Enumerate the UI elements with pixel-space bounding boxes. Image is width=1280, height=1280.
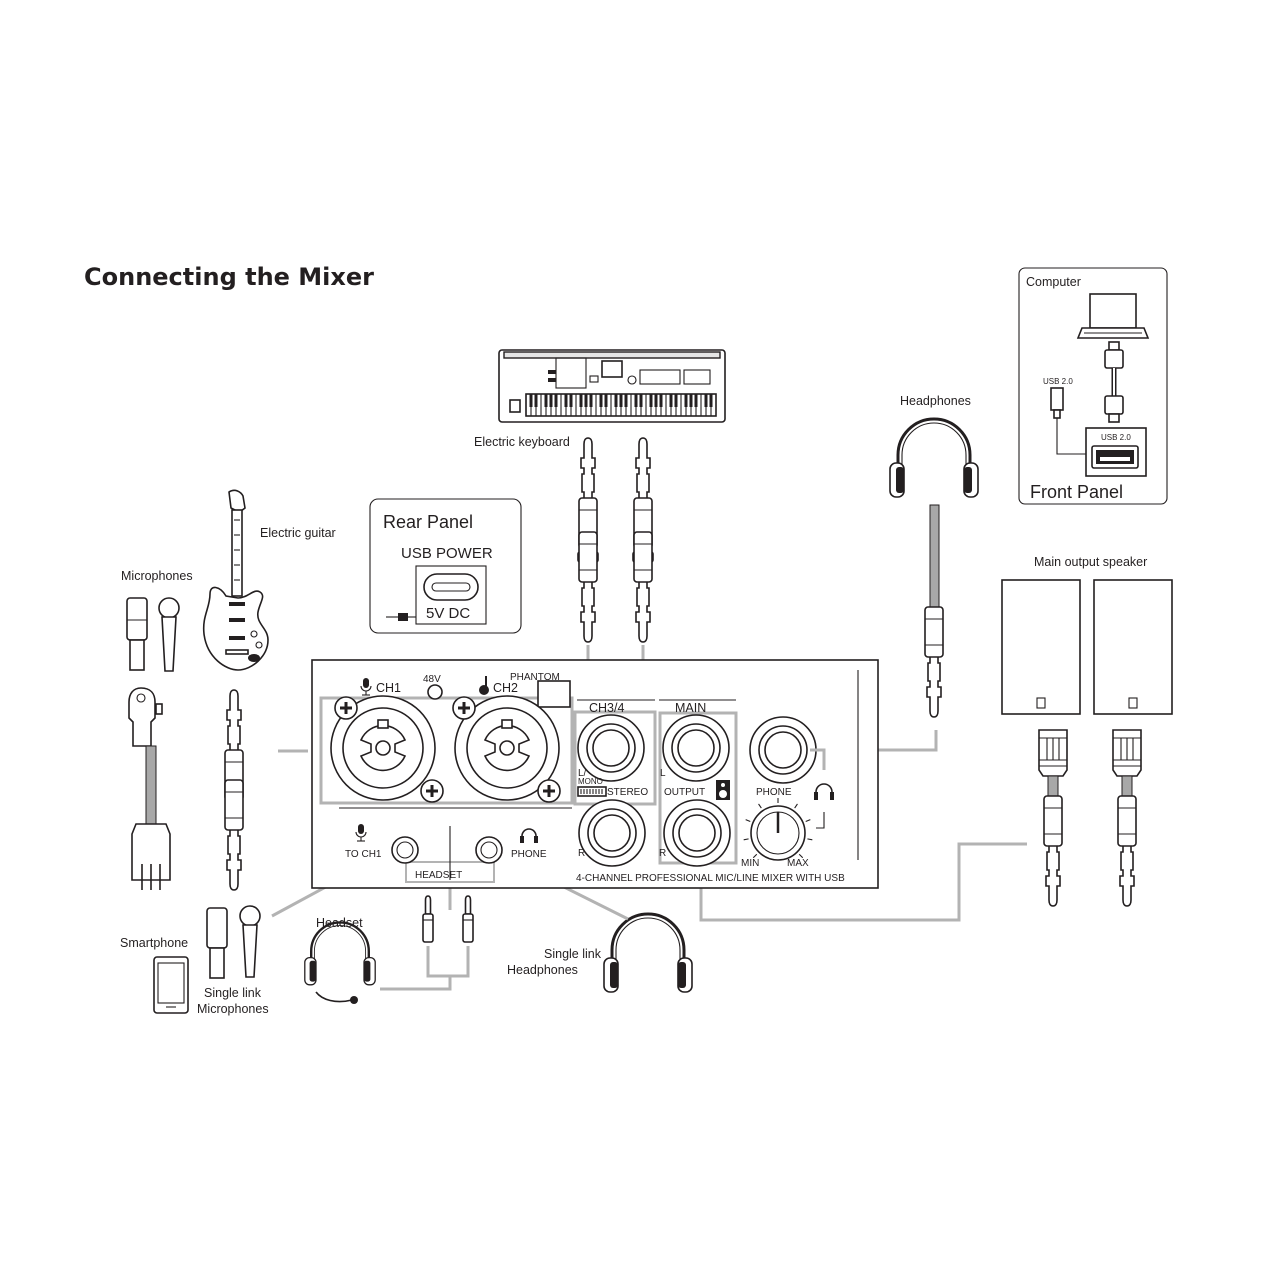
electric-keyboard-icon [498,349,726,423]
single-link-dynamic-mic-icon [239,905,261,978]
phantom-switch[interactable] [537,680,571,708]
dc-label: 5V DC [426,605,470,622]
headset-phone-icon [520,828,538,843]
ch34-label: CH3/4 [589,701,624,715]
rear-panel-box: Rear Panel USB POWER 5V DC [369,498,522,634]
to-ch1-label: TO CH1 [345,849,382,860]
main-r-label: R [659,848,666,859]
single-link-mics-label-2: Microphones [197,1002,269,1016]
phone-right-label: PHONE [756,787,792,798]
ch1-label: CH1 [376,681,401,695]
usb-cable-icon [1104,341,1124,423]
keyboard-cable-right [632,437,654,642]
phantom-48v-label: 48V [423,674,441,685]
page-title: Connecting the Mixer [84,263,374,291]
mixer-footer-label: 4-CHANNEL PROFESSIONAL MIC/LINE MIXER WI… [576,873,845,884]
ch34-right-input[interactable] [578,799,646,867]
speaker-left-icon [1001,579,1081,715]
electric-keyboard-label: Electric keyboard [474,435,570,449]
electric-guitar-icon [202,489,269,671]
phone-bottom-label: PHONE [511,849,547,860]
phone-output[interactable] [749,716,817,784]
laptop-icon [1076,293,1150,339]
headphones-icon [888,417,980,499]
usb-left-label: USB 2.0 [1043,377,1073,386]
smartphone-icon [153,956,189,1014]
dc-plug-icon [386,613,416,621]
usb-stick-icon [1050,387,1064,419]
headphone-small-icon [814,783,834,800]
ch34-r-label: R [578,848,585,859]
headphones-cable [929,504,940,616]
usb-power-label: USB POWER [401,545,493,562]
computer-box: Computer USB 2.0 USB 2.0 Front Panel [1018,267,1168,505]
speaker-right-icon [1093,579,1173,715]
front-panel-label: Front Panel [1030,482,1123,502]
headphones-label: Headphones [900,394,971,408]
knob-min-label: MIN [741,858,759,869]
headphones-plug [925,607,943,717]
single-link-headphones-label-1: Single link [544,947,602,961]
phone-volume-knob[interactable] [750,805,806,861]
main-label: MAIN [675,701,706,715]
speaker-cable-left [1038,729,1068,907]
guitar-cable [224,689,244,890]
usb-port-icon[interactable] [1091,445,1139,469]
main-output-speaker-label: Main output speaker [1034,555,1147,569]
headset-split-cable [422,895,474,943]
l-mono-label-1: L/ [578,768,587,779]
rear-panel-title: Rear Panel [383,512,473,532]
speaker-icon [716,780,730,800]
phantom-led [427,684,443,700]
keyboard-cable-left [577,437,599,642]
microphones-label: Microphones [121,569,193,583]
electric-guitar-label: Electric guitar [260,526,336,540]
headset-label-mixer: HEADSET [415,870,462,881]
l-mono-label-2: MONO [578,777,603,786]
main-l-label: L [660,768,666,779]
usb-port-label: USB 2.0 [1101,433,1131,442]
ch1-screw-bottom [419,778,445,804]
dynamic-microphone-icon [158,597,180,672]
mixer-front-panel: CH1 48V CH2 PHANTOM CH3/4 L/ MONO STEREO… [311,659,879,889]
single-link-mics-label-1: Single link [204,986,262,1000]
computer-label: Computer [1026,275,1081,289]
speaker-cable-right [1112,729,1142,907]
output-label: OUTPUT [664,787,705,798]
xlr-cable [128,687,171,890]
headset-icon [303,921,377,1004]
knob-max-label: MAX [787,858,809,869]
usb-c-port-icon[interactable] [423,573,479,601]
stereo-switch[interactable] [577,786,607,797]
single-link-headphones-icon [602,912,694,994]
condenser-microphone-icon [126,597,148,671]
main-right-output[interactable] [663,799,731,867]
stereo-label: STEREO [607,787,648,798]
ch34-left-input[interactable] [577,714,645,782]
phantom-label: PHANTOM [510,672,560,683]
headset-mic-input[interactable] [391,836,419,864]
ch2-screw-bottom [536,778,562,804]
headset-phone-output[interactable] [475,836,503,864]
single-link-condenser-mic-icon [206,907,228,979]
single-link-headphones-label-2: Headphones [507,963,578,977]
ch1-screw-top [333,695,359,721]
guitar-icon [479,676,489,695]
smartphone-label: Smartphone [120,936,188,950]
ch2-label: CH2 [493,681,518,695]
main-left-output[interactable] [662,714,730,782]
ch2-screw-top [451,695,477,721]
